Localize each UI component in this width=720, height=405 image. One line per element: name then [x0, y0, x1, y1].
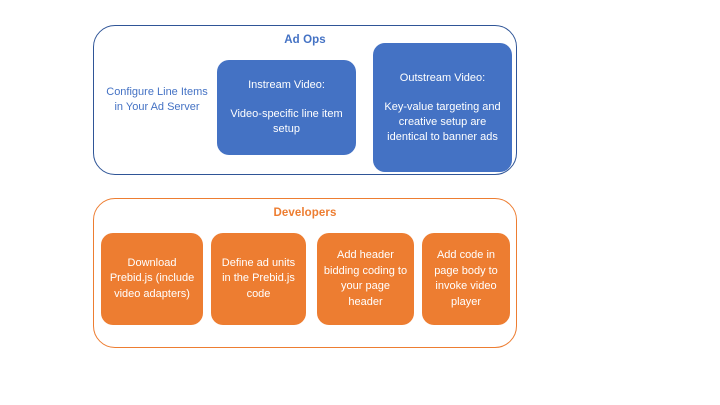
node-define-ad-units-body: Define ad units in the Prebid.js code: [221, 256, 296, 300]
node-outstream-video-heading: Outstream Video:: [399, 71, 486, 84]
node-add-header-bidding-code-body: Add header bidding coding to your page h…: [323, 249, 408, 308]
node-instream-video-body: Video-specific line item setup: [230, 108, 343, 135]
node-instream-video: Instream Video: Video-specific line item…: [217, 60, 356, 155]
node-define-ad-units: Define ad units in the Prebid.js code: [211, 233, 306, 325]
node-add-page-body-code: Add code in page body to invoke video pl…: [422, 233, 510, 325]
node-configure-line-items: Configure Line Items in Your Ad Server: [106, 86, 208, 113]
group-title-developers: Developers: [273, 207, 337, 219]
node-outstream-video: Outstream Video: Key-value targeting and…: [373, 43, 512, 172]
group-title-ad-ops: Ad Ops: [284, 34, 326, 46]
node-outstream-video-body: Key-value targeting and creative setup a…: [384, 100, 501, 143]
node-instream-video-heading: Instream Video:: [248, 79, 325, 91]
node-download-prebid-body: Download Prebid.js (include video adapte…: [109, 256, 195, 300]
node-add-header-bidding-code: Add header bidding coding to your page h…: [317, 233, 414, 325]
node-add-page-body-code-body: Add code in page body to invoke video pl…: [434, 249, 498, 308]
node-download-prebid: Download Prebid.js (include video adapte…: [101, 233, 203, 325]
